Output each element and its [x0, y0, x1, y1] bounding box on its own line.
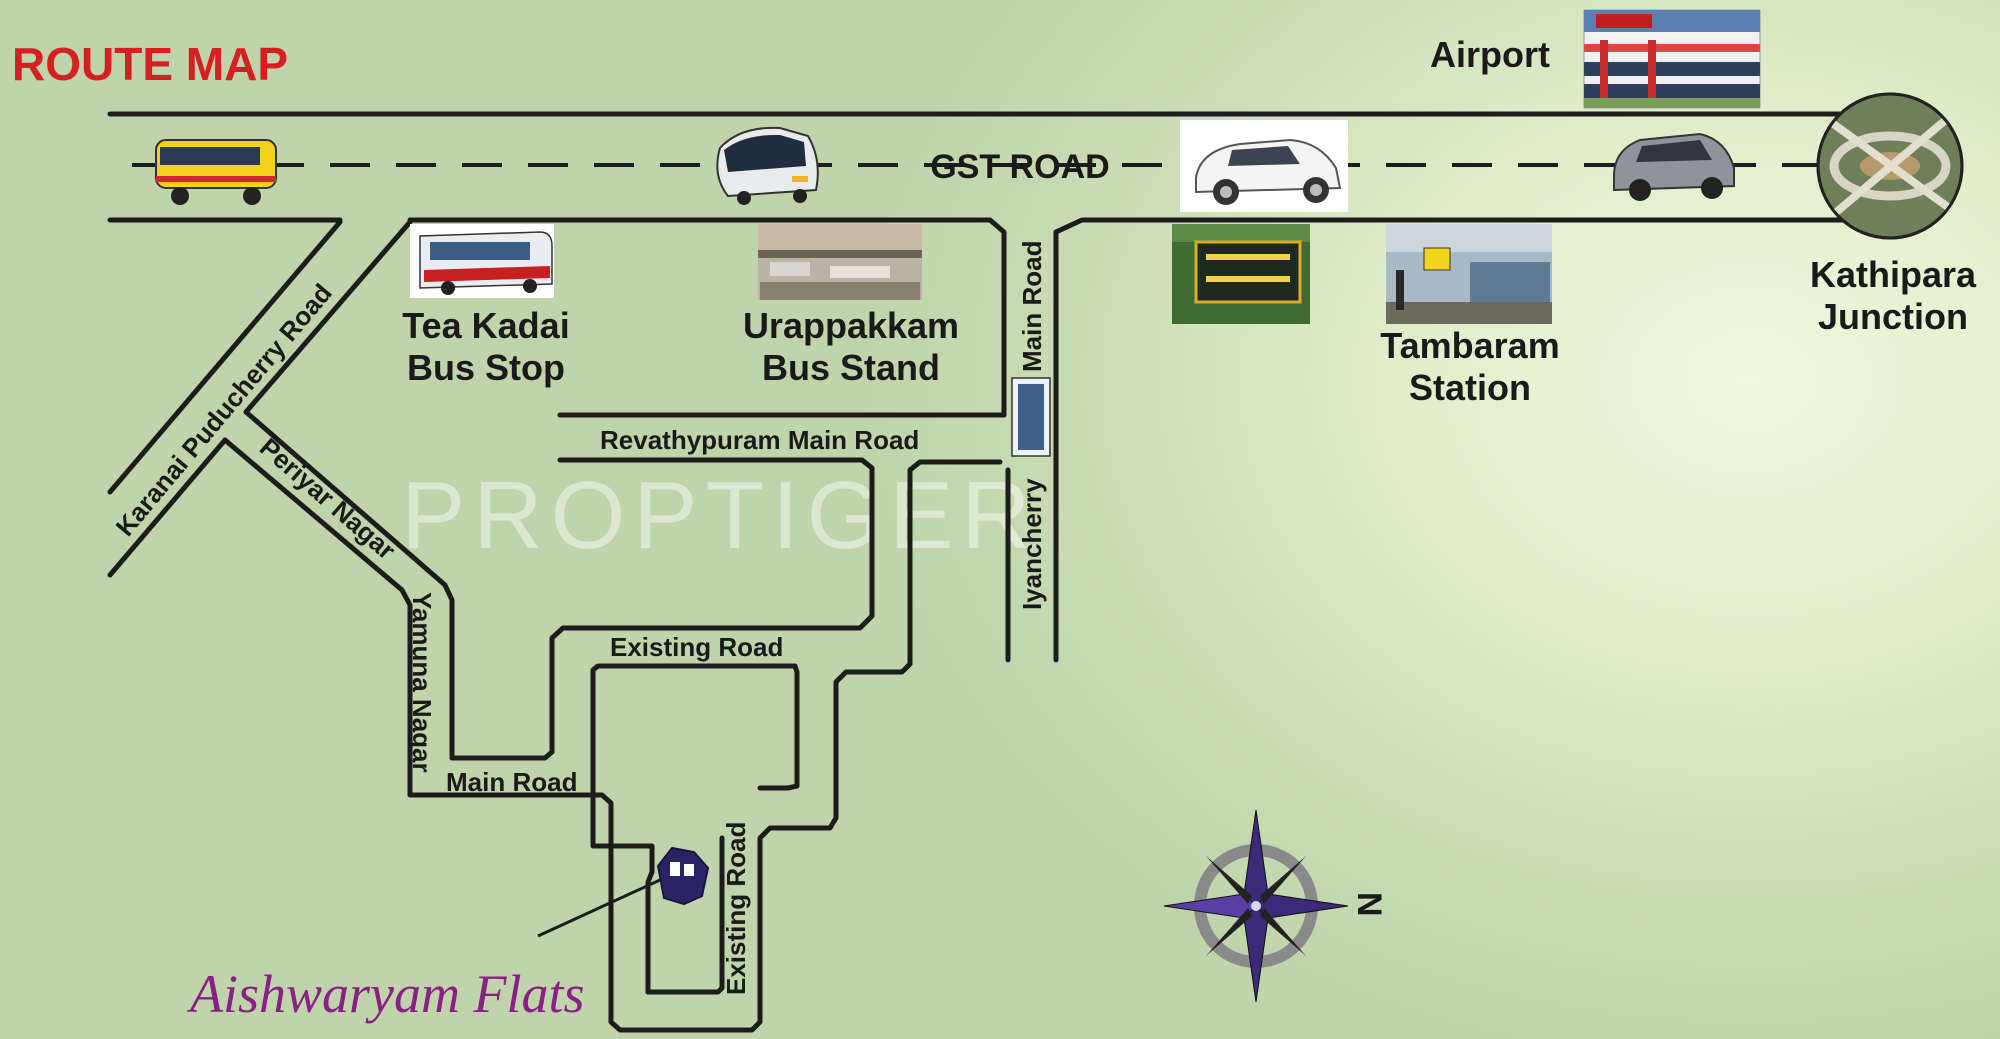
watermark: PROPTIGER: [401, 462, 1038, 569]
urappakkam-label-line2: Bus Stand: [762, 347, 940, 388]
urappakkam-label-line1: Urappakkam: [743, 305, 959, 346]
bus-photo: [410, 224, 554, 298]
compass-rose-icon: [1163, 809, 1349, 1003]
revathypuram-road-label: Revathypuram Main Road: [600, 425, 919, 455]
main-road-vertical-label: Main Road: [1017, 241, 1047, 372]
tour-bus-icon: [155, 139, 277, 205]
karanai-road-label: Karanai Puducherry Road: [110, 278, 338, 542]
suv-car-icon: [1180, 120, 1348, 212]
tambaram-label-line2: Station: [1409, 367, 1531, 408]
iyancherry-label: Iyancherry: [1017, 478, 1047, 610]
periyar-yamuna-road: [222, 409, 1003, 1033]
project-name: Aishwaryam Flats: [187, 964, 585, 1024]
railway-station-photo: [1386, 224, 1552, 324]
existing-road-top-label: Existing Road: [610, 632, 783, 662]
car-icon: [1613, 132, 1735, 201]
zoological-park-sign-photo: [1172, 224, 1310, 324]
gst-road: [107, 111, 1873, 663]
existing-road-loop: [590, 663, 800, 995]
building-marker-icon: [537, 846, 710, 938]
airport-label: Airport: [1430, 34, 1550, 75]
periyar-nagar-label: Periyar Nagar: [254, 432, 401, 566]
bus-stand-photo: [758, 224, 922, 300]
main-road-label: Main Road: [446, 767, 577, 797]
tea-kadai-label-line2: Bus Stop: [407, 347, 565, 388]
small-bus-icon: [1011, 377, 1051, 457]
kathipara-label-line2: Junction: [1818, 296, 1968, 337]
kathipara-label-line1: Kathipara: [1810, 254, 1977, 295]
tea-kadai-label-line1: Tea Kadai: [402, 305, 569, 346]
karanai-road: [107, 219, 413, 578]
compass-north-label: N: [1350, 892, 1388, 917]
flyover-photo-icon: [1816, 92, 1964, 240]
yamuna-nagar-label: Yamuna Nagar: [407, 592, 437, 773]
tambaram-label-line1: Tambaram: [1380, 325, 1559, 366]
gst-road-label: GST ROAD: [930, 148, 1109, 186]
existing-road-vertical-label: Existing Road: [721, 822, 751, 995]
map-title: ROUTE MAP: [12, 38, 288, 90]
city-bus-icon: [716, 126, 819, 205]
airport-building-photo: [1583, 9, 1761, 109]
